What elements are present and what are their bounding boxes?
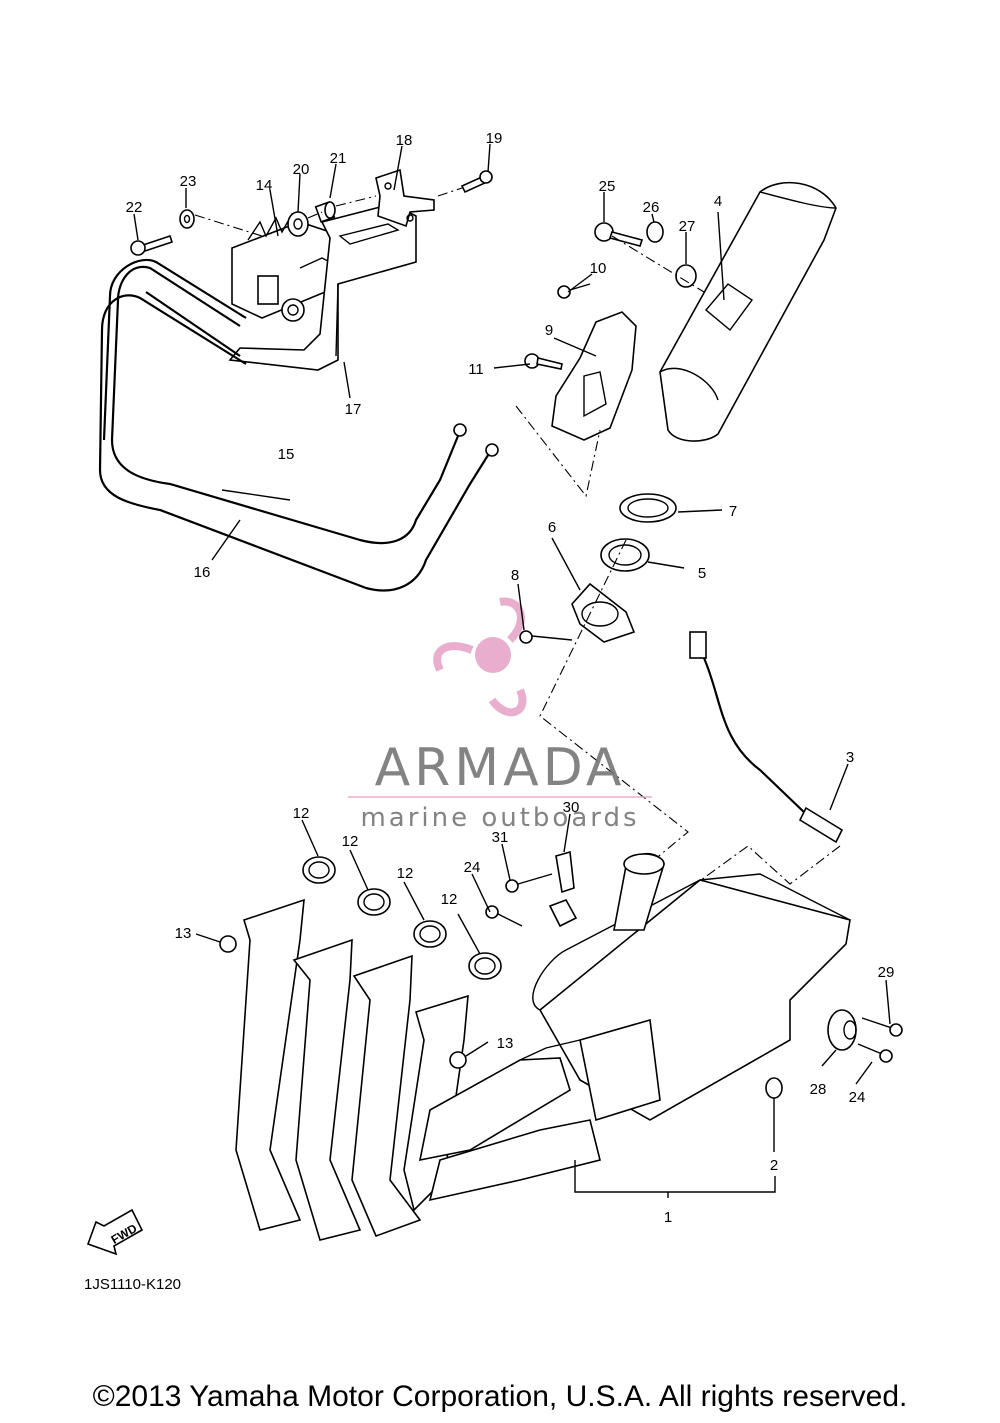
callout-10: 10 (590, 260, 607, 277)
bracket-30 (555, 850, 575, 894)
callout-27: 27 (679, 218, 696, 235)
callout-24a: 24 (464, 859, 481, 876)
bolt-22 (130, 234, 174, 256)
bracket-18 (375, 168, 435, 228)
copyright-notice: ©2013 Yamaha Motor Corporation, U.S.A. A… (92, 1380, 908, 1413)
bolt-31 (505, 873, 553, 893)
callout-12c: 12 (397, 865, 414, 882)
exhaust-pipe-assembly-1 (235, 852, 851, 1241)
rubber-cap-2 (765, 1077, 783, 1099)
callout-22: 22 (126, 199, 143, 216)
gasket-12-set (302, 856, 502, 980)
muffler-protector-9 (551, 311, 637, 441)
damper-28 (827, 1009, 857, 1051)
callout-5: 5 (698, 565, 706, 582)
watermark-brand: ARMADA (375, 738, 626, 798)
nut-13-set (219, 935, 467, 1069)
callout-21: 21 (330, 150, 347, 167)
callout-20: 20 (293, 161, 310, 178)
bolt-29 (861, 1017, 903, 1037)
callout-18: 18 (396, 132, 413, 149)
callout-labels: 1 2 3 4 5 6 7 8 9 10 11 12 12 12 12 13 1… (126, 130, 895, 1226)
callout-9: 9 (545, 322, 553, 339)
watermark-tagline: marine outboards (360, 803, 639, 833)
washer-26 (646, 221, 664, 243)
clamp-5 (600, 538, 650, 572)
callout-26: 26 (643, 199, 660, 216)
callout-3: 3 (846, 749, 854, 766)
clamp-6 (571, 582, 636, 643)
callout-1: 1 (664, 1209, 672, 1226)
callout-16: 16 (194, 564, 211, 581)
callout-7: 7 (729, 503, 737, 520)
callout-30: 30 (563, 799, 580, 816)
assembly-line-sensor (689, 845, 841, 889)
callout-12b: 12 (342, 833, 359, 850)
callout-25: 25 (599, 178, 616, 195)
callout-14: 14 (256, 177, 273, 194)
callout-13b: 13 (497, 1035, 514, 1052)
washer-23 (179, 209, 195, 229)
callout-15: 15 (278, 446, 295, 463)
exhaust-cable-16 (98, 291, 499, 592)
callout-12d: 12 (441, 891, 458, 908)
assembly-line-center (515, 405, 689, 861)
callout-12a: 12 (293, 805, 310, 822)
leader-lines (133, 143, 891, 1198)
bolt-8 (519, 630, 573, 644)
callout-23: 23 (180, 173, 197, 190)
callout-2: 2 (770, 1157, 778, 1174)
bolt-19 (460, 170, 493, 194)
callout-24b: 24 (849, 1089, 866, 1106)
bolt-24-lower (857, 1043, 893, 1063)
assembly-line-servo (194, 187, 463, 237)
callout-4: 4 (714, 193, 722, 210)
drawing-code: 1JS1110-K120 (84, 1276, 181, 1293)
callout-31: 31 (492, 829, 509, 846)
servo-bracket (228, 203, 417, 371)
collar-21 (314, 201, 336, 223)
bolt-25 (594, 222, 644, 247)
callout-6: 6 (548, 519, 556, 536)
forward-arrow-icon: FWD (86, 1208, 144, 1256)
callout-11: 11 (468, 361, 484, 378)
callout-28: 28 (810, 1081, 827, 1098)
callout-8: 8 (511, 567, 519, 584)
exhaust-cable-15 (102, 258, 467, 545)
damper-24-upper (485, 899, 578, 928)
exhaust-servo-motor-assembly (231, 212, 331, 322)
callout-17: 17 (345, 401, 362, 418)
collar-27 (675, 264, 697, 288)
oxygen-sensor-3 (689, 631, 844, 844)
gasket-7 (619, 493, 677, 523)
propeller-logo-icon (433, 597, 527, 717)
assembly-line-muffler (611, 235, 705, 293)
armada-watermark: ARMADA marine outboards (348, 597, 652, 833)
callout-13a: 13 (175, 925, 192, 942)
screw-10 (557, 283, 591, 299)
muffler-4 (659, 181, 837, 442)
grommet-20 (287, 211, 309, 237)
callout-29: 29 (878, 964, 895, 981)
callout-19: 19 (486, 130, 503, 147)
screw-11 (524, 353, 563, 370)
